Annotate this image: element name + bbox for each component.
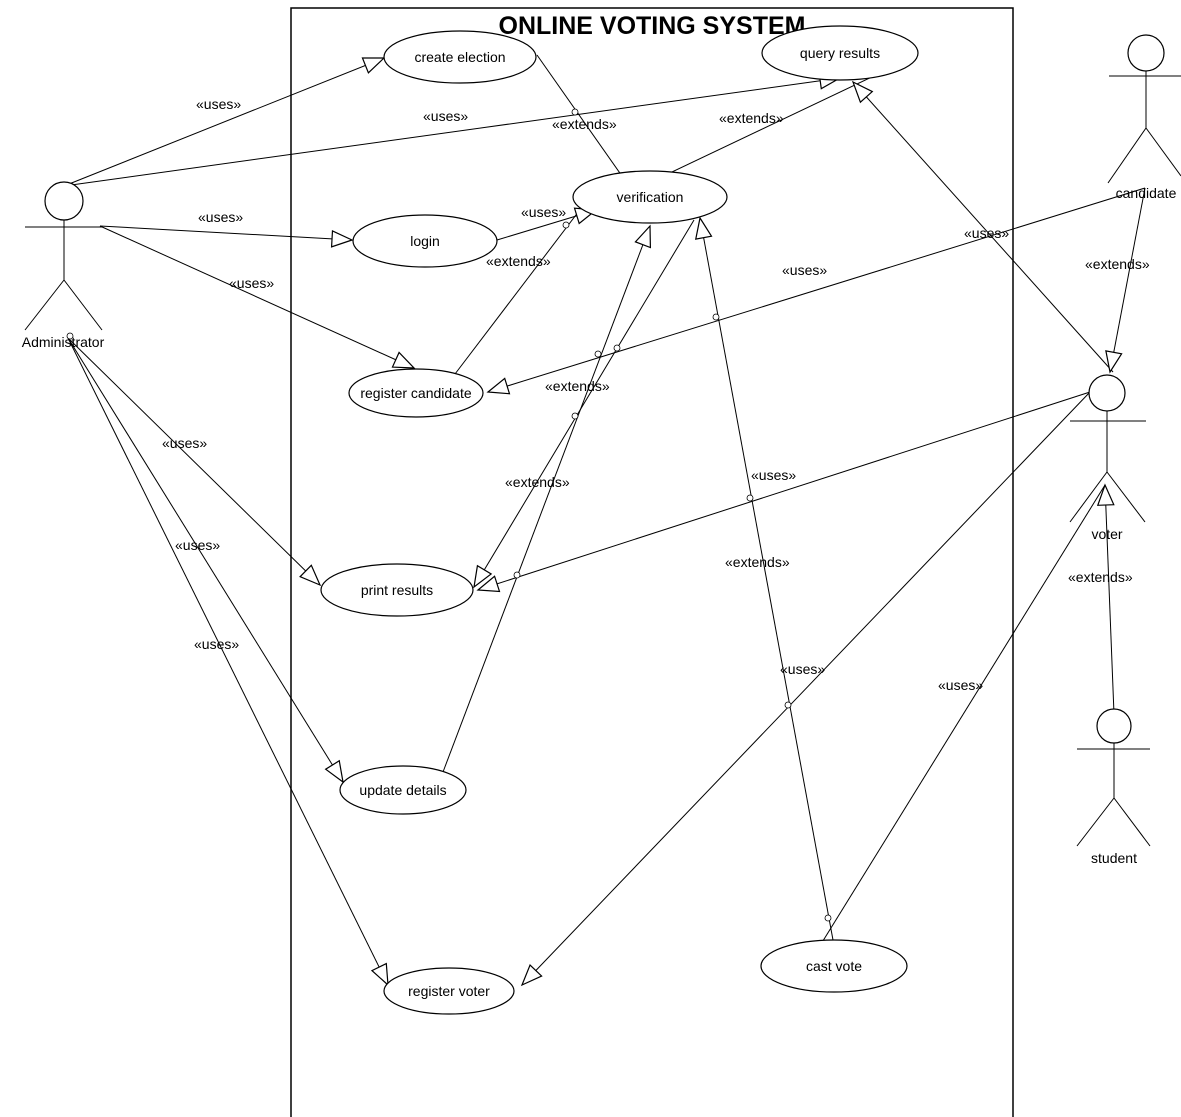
arrowhead	[299, 564, 322, 587]
uses-label: «uses»	[229, 275, 274, 291]
arrowhead	[476, 575, 501, 593]
use-case-print-results[interactable]: print results	[320, 563, 474, 617]
arrowhead	[391, 351, 416, 369]
uses-label: «uses»	[751, 467, 796, 483]
relationship-lines	[63, 54, 1146, 986]
arrowhead	[520, 963, 543, 987]
use-case-register-voter[interactable]: register voter	[383, 967, 515, 1015]
use-case-label: login	[410, 233, 440, 249]
arrowhead	[486, 377, 511, 395]
use-case-login[interactable]: login	[352, 214, 498, 268]
system-title: ONLINE VOTING SYSTEM	[499, 12, 806, 40]
actor-student[interactable]: student	[1076, 708, 1151, 866]
uses-label: «uses»	[175, 537, 220, 553]
line-crossings	[66, 108, 832, 922]
uses-label: «uses»	[198, 209, 243, 225]
extends-label: «extends»	[725, 554, 790, 570]
arrowhead	[473, 564, 493, 589]
uses-label: «uses»	[780, 661, 825, 677]
extends-label: «extends»	[552, 116, 617, 132]
extends-label: «extends»	[719, 110, 784, 126]
arrowhead	[324, 759, 344, 784]
arrowhead	[634, 224, 652, 249]
actor-voter[interactable]: voter	[1069, 374, 1146, 542]
use-case-label: register candidate	[360, 385, 472, 401]
uses-label: «uses»	[423, 108, 468, 124]
arrowhead	[361, 57, 386, 74]
stereotype-labels: «uses» «uses» «extends» «extends» «uses»…	[162, 96, 1150, 693]
extends-label: «extends»	[1068, 569, 1133, 585]
actor-label: candidate	[1116, 185, 1177, 201]
use-case-label: verification	[617, 189, 684, 205]
extends-label: «extends»	[1085, 256, 1150, 272]
use-case-label: register voter	[408, 983, 490, 999]
use-case-create-election[interactable]: create election	[383, 30, 537, 84]
use-case-cast-vote[interactable]: cast vote	[760, 939, 908, 993]
actor-administrator[interactable]: Administrator	[22, 181, 105, 350]
use-case-label: cast vote	[806, 958, 862, 974]
uses-label: «uses»	[162, 435, 207, 451]
use-case-label: print results	[361, 582, 433, 598]
use-case-verification[interactable]: verification	[572, 170, 728, 224]
actor-candidate[interactable]: candidate	[1107, 34, 1181, 201]
use-case-label: update details	[359, 782, 446, 798]
uses-label: «uses»	[521, 204, 566, 220]
arrowhead	[851, 80, 874, 104]
arrowhead	[1105, 350, 1123, 374]
use-case-update-details[interactable]: update details	[339, 765, 467, 815]
extends-label: «extends»	[505, 474, 570, 490]
extends-label: «extends»	[486, 253, 551, 269]
actor-label: voter	[1091, 526, 1122, 542]
actor-label: student	[1091, 850, 1137, 866]
uses-label: «uses»	[964, 225, 1009, 241]
use-case-query-results[interactable]: query results	[761, 25, 919, 81]
system-boundary	[290, 7, 1014, 1117]
uses-label: «uses»	[938, 677, 983, 693]
use-case-register-candidate[interactable]: register candidate	[348, 368, 484, 418]
arrowhead	[1096, 483, 1115, 506]
uses-label: «uses»	[194, 636, 239, 652]
uses-label: «uses»	[782, 262, 827, 278]
arrowhead	[694, 216, 713, 240]
arrowhead	[370, 962, 389, 987]
uses-label: «uses»	[196, 96, 241, 112]
use-case-label: query results	[800, 45, 880, 61]
actor-label: Administrator	[22, 334, 105, 350]
arrowhead	[330, 229, 354, 248]
use-case-label: create election	[414, 49, 505, 65]
extends-label: «extends»	[545, 378, 610, 394]
